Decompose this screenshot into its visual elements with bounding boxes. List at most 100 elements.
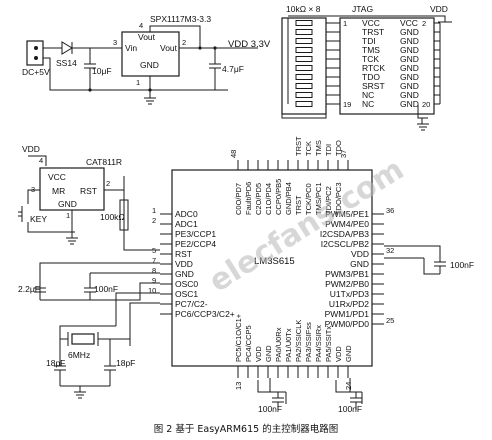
jtag-left-signal: NC	[362, 90, 374, 100]
ground-symbol	[417, 105, 429, 131]
array-resistor	[295, 83, 313, 89]
mcu-pin-num: 36	[386, 206, 394, 215]
jtag-title: JTAG	[352, 4, 373, 14]
mcu-top-pin: TCK/PC0	[304, 183, 313, 215]
mcu-top-pin: Fault/PD6	[244, 182, 253, 215]
array-resistor	[295, 47, 313, 53]
cap-100n-right-label: 100nF	[450, 260, 474, 270]
dc-pin	[34, 46, 38, 50]
mcu-left-pin: ADC0	[175, 209, 198, 219]
mcu-pin-num: 37	[339, 150, 348, 158]
mcu-top-pin: CCP0/PB5	[274, 179, 283, 215]
mcu-right-pin: U1Rx/PD2	[329, 299, 369, 309]
jtag-net-label: TDI	[324, 144, 333, 156]
jtag-net-label: TRST	[294, 136, 303, 156]
mcu-pin-num: 13	[234, 382, 243, 390]
mcu-top-pin: C1O/PD4	[264, 183, 273, 215]
mcu-bottom-pin: VDD	[254, 346, 263, 362]
reset-pin-num: 4	[39, 156, 43, 165]
mcu-right-pin: PWM0/PD0	[325, 319, 370, 329]
array-resistor	[295, 56, 313, 62]
reset-pin-num: 1	[66, 211, 70, 220]
input-cap-label: 10μF	[92, 66, 112, 76]
mcu-top-pin: C2O/PD5	[254, 183, 263, 215]
mcu-bottom-pin: PC5/C1O/C1+	[234, 313, 243, 362]
power-section: DC+5V SS14 10μF SPX1117M3-3.3 Vout Vin V…	[22, 14, 271, 105]
mcu-right-pin: VDD	[351, 249, 369, 259]
mcu-bottom-pin: PA1/U0Tx	[284, 328, 293, 362]
capacitor	[34, 282, 46, 300]
resistor-array-label: 10kΩ × 8	[286, 4, 321, 14]
reset-pin-num: 2	[106, 179, 110, 188]
mcu-right-pin: PWM5/PE1	[325, 209, 369, 219]
pullup-resistor	[119, 199, 129, 231]
array-resistor	[295, 101, 313, 107]
mcu-right-pin: PWM2/PB0	[325, 279, 369, 289]
mcu-left-pin: PC6/CCP3/C2+	[175, 309, 235, 319]
capacitor	[350, 392, 362, 410]
left-decoupling: 2.2μF 100nF 6MHz 18pF 18pF	[18, 262, 160, 399]
mcu-top-pin: TDI/PC2	[324, 186, 333, 215]
mcu-pin-num: 9	[152, 276, 156, 285]
mcu-top-pin: C0O/PD7	[234, 183, 243, 215]
mcu-left-pin: PE2/CCP4	[175, 239, 216, 249]
mcu-top-pin: TMS/PC1	[314, 182, 323, 215]
cap-100n-left-label: 100nF	[94, 284, 118, 294]
reset-ic-part: CAT811R	[86, 157, 122, 167]
jtag-right-signal: GND	[400, 81, 419, 91]
mcu-bottom-pin: PA0/U0Rx	[274, 327, 283, 362]
mcu-name: LM3S615	[254, 256, 295, 267]
jtag-left-signal: NC	[362, 99, 374, 109]
regulator-part: SPX1117M3-3.3	[150, 14, 211, 24]
jtag-vdd-label: VDD	[430, 4, 448, 14]
mcu-pin-num: 1	[152, 206, 156, 215]
mcu-top-pin: TDO/PC3	[334, 182, 343, 215]
jtag-left-signal: TDI	[362, 36, 376, 46]
crystal-label: 6MHz	[68, 350, 90, 360]
jtag-left-signal: TDO	[362, 72, 380, 82]
jtag-left-signal: TRST	[362, 27, 384, 37]
key-label: KEY	[30, 214, 47, 224]
crystal-cap-b: 18pF	[116, 358, 135, 368]
mcu-bottom-pin: PA5/SSITx	[324, 326, 333, 362]
diode-label: SS14	[56, 58, 77, 68]
mcu-section: LM3S615 ADC01ADC12PE3/CCP1PE2/CCP4RST5VD…	[148, 136, 394, 390]
dc-connector	[26, 40, 44, 66]
mcu-pin-num: 10	[148, 286, 156, 295]
capacitor	[104, 339, 116, 386]
mcu-pin-num: 25	[386, 316, 394, 325]
array-resistor	[295, 74, 313, 80]
reg-pin-vout-top: Vout	[138, 32, 156, 42]
reg-pin-num: 3	[113, 38, 117, 47]
mcu-pin-num: 5	[152, 246, 156, 255]
mcu-pin-num: 7	[152, 256, 156, 265]
jtag-connector	[339, 17, 435, 115]
mcu-left-pin: ADC1	[175, 219, 198, 229]
rail-label: VDD 3.3V	[228, 39, 271, 50]
mcu-pin-num: 8	[152, 266, 156, 275]
mcu-pin-num: 32	[386, 246, 394, 255]
array-resistor	[295, 20, 313, 26]
mcu-right-pin: PWM4/PE0	[325, 219, 369, 229]
jtag-right-signal: VCC	[400, 18, 418, 28]
jtag-net-label: TCK	[304, 141, 313, 156]
mcu-bottom-pin: GND	[344, 345, 353, 362]
mcu-left-pin: OSC0	[175, 279, 198, 289]
jtag-right-signal: GND	[400, 72, 419, 82]
array-resistor	[295, 29, 313, 35]
jtag-right-signal: GND	[400, 45, 419, 55]
cap-100n-bottom-b: 100nF	[338, 404, 362, 414]
pullup-resistor-label: 100kΩ	[100, 212, 125, 222]
jtag-right-signal: GND	[400, 90, 419, 100]
reset-vdd-label: VDD	[22, 144, 40, 154]
jtag-net-label: TMS	[314, 140, 323, 156]
diode-symbol	[61, 41, 73, 55]
figure-caption: 图 2 基于 EasyARM615 的主控制器电路图	[154, 423, 338, 435]
jtag-left-signal: SRST	[362, 81, 385, 91]
reg-pin-num: 2	[182, 38, 186, 47]
jtag-left-signal: VCC	[362, 18, 380, 28]
jtag-left-signal: TCK	[362, 54, 379, 64]
array-resistor	[295, 38, 313, 44]
dc-pin	[34, 56, 38, 60]
ground-symbol	[60, 385, 110, 399]
